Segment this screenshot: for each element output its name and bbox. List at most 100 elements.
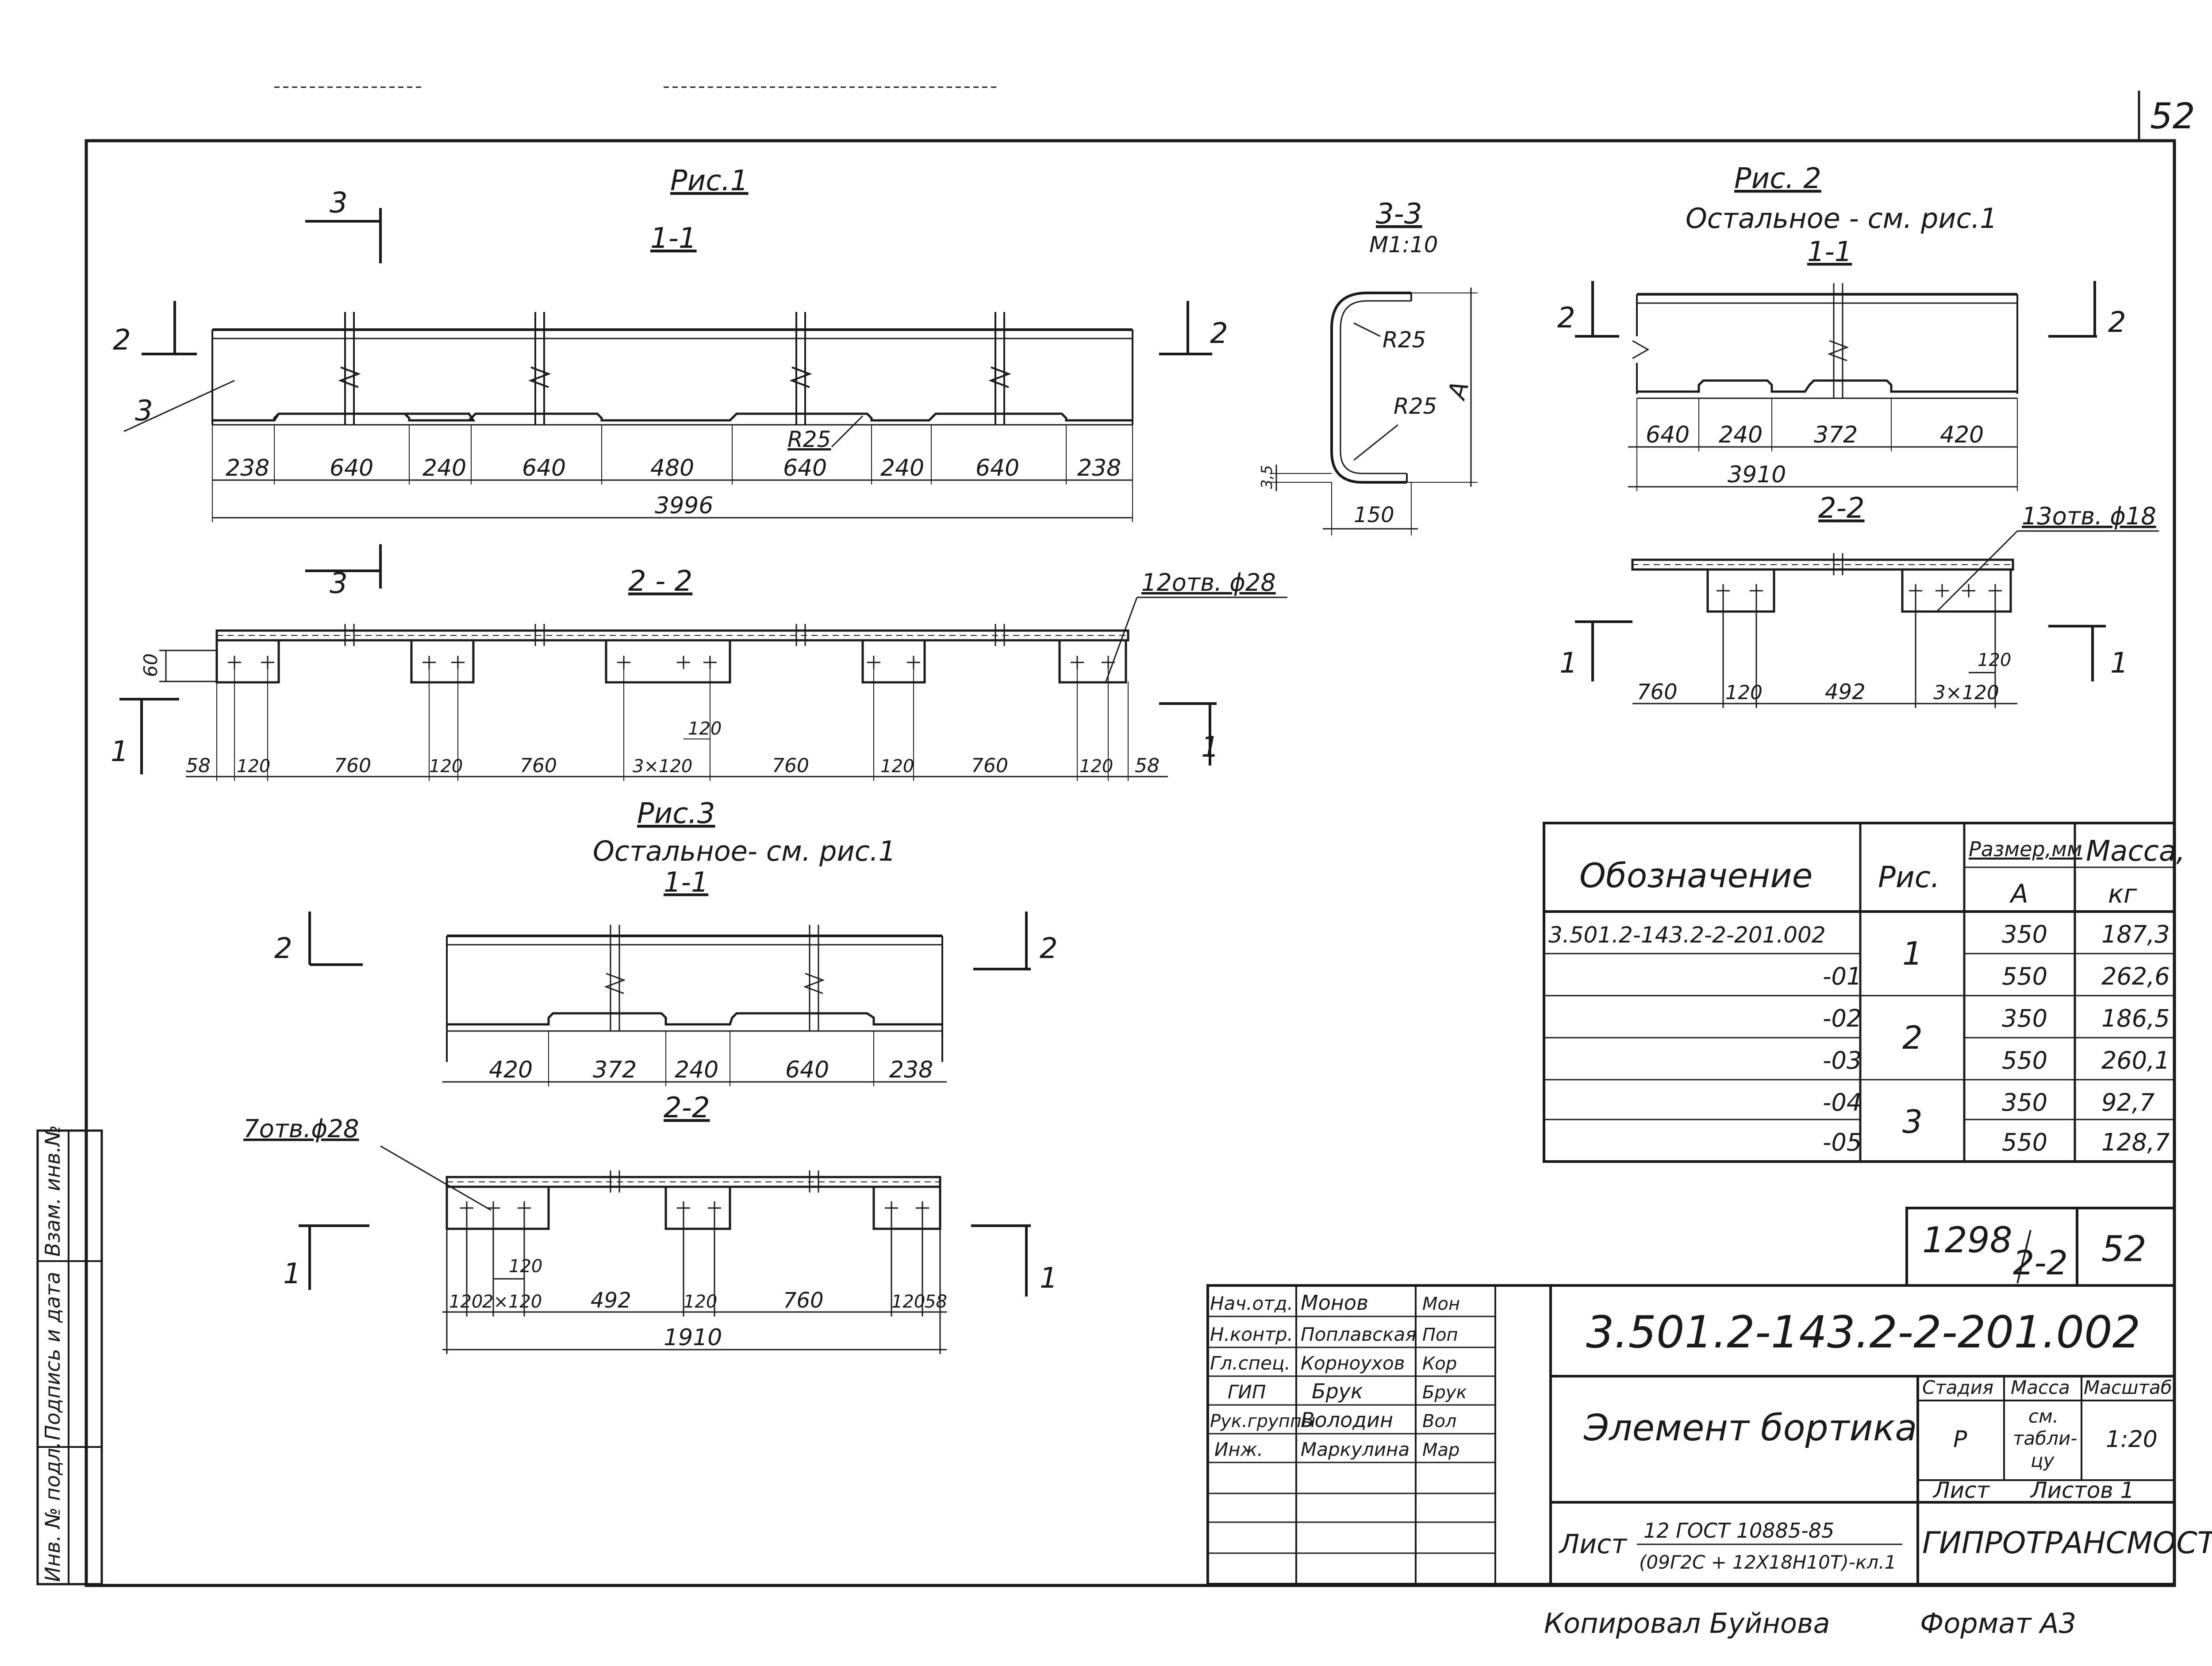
signer-2-role: Н.контр. bbox=[1210, 1324, 1293, 1345]
signer-5-role: Рук.группы bbox=[1210, 1411, 1316, 1431]
spec-row1-mass: 187,3 bbox=[2101, 920, 2170, 948]
fig2-cut1-right bbox=[2048, 625, 2106, 681]
sheet-header: Лист bbox=[1932, 1477, 1990, 1503]
fig1-elevation bbox=[123, 312, 1133, 522]
fig1-dim-bottom-11: 58 bbox=[1135, 754, 1160, 777]
fig3-dim-120-small: 120 bbox=[509, 1256, 542, 1277]
fig2-plan bbox=[1631, 530, 2159, 708]
fig3-dim-bottom-5: 760 bbox=[783, 1288, 824, 1313]
signer-3-signature: Кор bbox=[1422, 1354, 1457, 1374]
fig1-cut1-right bbox=[1159, 702, 1217, 766]
spec-row4-mass: 260,1 bbox=[2101, 1047, 2170, 1074]
fig1-dim-total: 3996 bbox=[655, 492, 713, 519]
signer-2-name: Поплавская bbox=[1301, 1324, 1417, 1345]
spec-header-size: Размер,мм bbox=[1969, 837, 2082, 861]
fig1-dim-bottom-5: 760 bbox=[520, 754, 557, 777]
fig2-cut1-label-left: 1 bbox=[1559, 647, 1578, 680]
fig1-dim-top-6: 640 bbox=[783, 455, 827, 481]
spec-row4-designation: -03 bbox=[1823, 1047, 1862, 1074]
spec-table bbox=[1543, 822, 2176, 1163]
signer-4-signature: Брук bbox=[1422, 1382, 1467, 1403]
signer-1-signature: Мон bbox=[1422, 1294, 1460, 1314]
fig2-cut2-label-left: 2 bbox=[1557, 302, 1575, 335]
stage-header: Стадия bbox=[1922, 1377, 1993, 1398]
fig2-cut2-label-right: 2 bbox=[2108, 306, 2126, 339]
fig3-dim-bottom-4: 120 bbox=[684, 1292, 717, 1312]
fig1-cut2-label-right: 2 bbox=[1210, 317, 1228, 350]
stage-value: Р bbox=[1953, 1426, 1967, 1453]
podpis-data-label: Подпись и дата bbox=[41, 1272, 65, 1440]
fig1-cut1-label: 1 bbox=[111, 735, 129, 768]
section33-dim-a: A bbox=[1442, 378, 1475, 404]
fig1-dim-top-5: 480 bbox=[650, 455, 694, 481]
fig2-dim-120-small: 120 bbox=[1978, 650, 2011, 670]
section33-profile bbox=[1270, 288, 1478, 535]
fig2-holes-note: 13отв. ϕ18 bbox=[2022, 502, 2156, 530]
signer-6-name: Маркулина bbox=[1301, 1439, 1409, 1460]
spec-header-mass-unit: кг bbox=[2108, 879, 2137, 909]
fig3-cut1-right bbox=[971, 1224, 1031, 1297]
section33-dim-thk: 3,5 bbox=[1258, 465, 1276, 489]
spec-row2-designation: -01 bbox=[1823, 962, 1862, 990]
fig2-dim-top-4: 420 bbox=[1940, 422, 1984, 448]
spec-header-designation: Обозначение bbox=[1579, 856, 1813, 895]
fig1-plan bbox=[159, 596, 1287, 781]
spec-fig-group-3: 3 bbox=[1902, 1103, 1923, 1140]
album-sheet: 52 bbox=[2101, 1228, 2147, 1270]
fig1-dim-bottom-2: 120 bbox=[237, 756, 270, 777]
fig3-cut1-left bbox=[299, 1224, 369, 1290]
spec-row1-a: 350 bbox=[2002, 920, 2047, 948]
section33-scale: M1:10 bbox=[1369, 232, 1438, 258]
fig3-dim-bottom-3: 492 bbox=[591, 1288, 631, 1313]
fig3-dim-total: 1910 bbox=[664, 1324, 722, 1351]
fig3-title: Рис.3 bbox=[637, 797, 715, 830]
spec-row4-a: 550 bbox=[2002, 1047, 2047, 1074]
spec-fig-group-2: 2 bbox=[1902, 1019, 1923, 1056]
spec-row5-designation: -04 bbox=[1823, 1089, 1862, 1116]
mass-value-line3: цу bbox=[2031, 1450, 2055, 1471]
mass-value-line1: см. bbox=[2028, 1405, 2058, 1427]
fig2-title: Рис. 2 bbox=[1734, 162, 1821, 195]
fig3-dim-bottom-6: 120 bbox=[891, 1292, 925, 1312]
sheet-corner-number: 52 bbox=[2150, 96, 2195, 137]
signer-4-name: Брук bbox=[1312, 1379, 1363, 1403]
fig1-cut1-label-right: 1 bbox=[1201, 731, 1219, 764]
spec-row1-designation: 3.501.2-143.2-2-201.002 bbox=[1548, 922, 1826, 948]
fig1-cut3-label: 3 bbox=[330, 187, 348, 219]
fig2-view-2-2: 2-2 bbox=[1818, 492, 1865, 525]
fig3-view-2-2: 2-2 bbox=[664, 1092, 710, 1124]
spec-row5-mass: 92,7 bbox=[2101, 1089, 2154, 1116]
fig1-cut3-label-bottom: 3 bbox=[330, 567, 348, 600]
scale-header: Масштаб bbox=[2084, 1377, 2172, 1398]
fig1-title: Рис.1 bbox=[670, 165, 748, 197]
fig3-dim-bottom-1: 120 bbox=[449, 1292, 483, 1312]
fig2-dim-top-2: 240 bbox=[1719, 422, 1763, 448]
fig1-view-2-2: 2 - 2 bbox=[628, 565, 692, 598]
album-box bbox=[1905, 1207, 2174, 1285]
section33-dim-width: 150 bbox=[1354, 503, 1394, 527]
section33-r2: R25 bbox=[1394, 393, 1437, 419]
fig3-view-1-1: 1-1 bbox=[664, 866, 708, 898]
spec-row5-a: 350 bbox=[2002, 1089, 2047, 1116]
fig1-dim-bottom-6: 3×120 bbox=[633, 756, 692, 777]
fig2-view-1-1: 1-1 bbox=[1807, 235, 1852, 268]
fig1-dim-top-9: 238 bbox=[1077, 455, 1121, 481]
album-part: 2-2 bbox=[2013, 1243, 2068, 1282]
signer-3-name: Корноухов bbox=[1301, 1352, 1405, 1374]
signer-6-role: Инж. bbox=[1214, 1439, 1263, 1460]
title-block bbox=[1206, 1284, 2176, 1585]
fig3-dim-top-1: 420 bbox=[489, 1057, 533, 1083]
fig2-dim-total: 3910 bbox=[1728, 462, 1786, 488]
spec-row3-a: 350 bbox=[2002, 1004, 2047, 1032]
fig1-dim-120-small: 120 bbox=[688, 719, 722, 739]
fig3-dim-top-5: 238 bbox=[889, 1057, 933, 1083]
scale-value: 1:20 bbox=[2106, 1426, 2158, 1453]
fig2-dim-bottom-1: 760 bbox=[1637, 680, 1678, 704]
fig3-cut1-label-left: 1 bbox=[283, 1258, 301, 1290]
drawing-name: Элемент бортика bbox=[1583, 1407, 1917, 1449]
left-binding-strip bbox=[36, 1129, 103, 1585]
fig1-dim-top-8: 640 bbox=[975, 455, 1019, 481]
fig1-pos3: 3 bbox=[135, 395, 153, 427]
inv-podl-label: Инв. № подл. bbox=[41, 1442, 65, 1582]
fig1-dim-bottom-3: 760 bbox=[334, 754, 371, 777]
